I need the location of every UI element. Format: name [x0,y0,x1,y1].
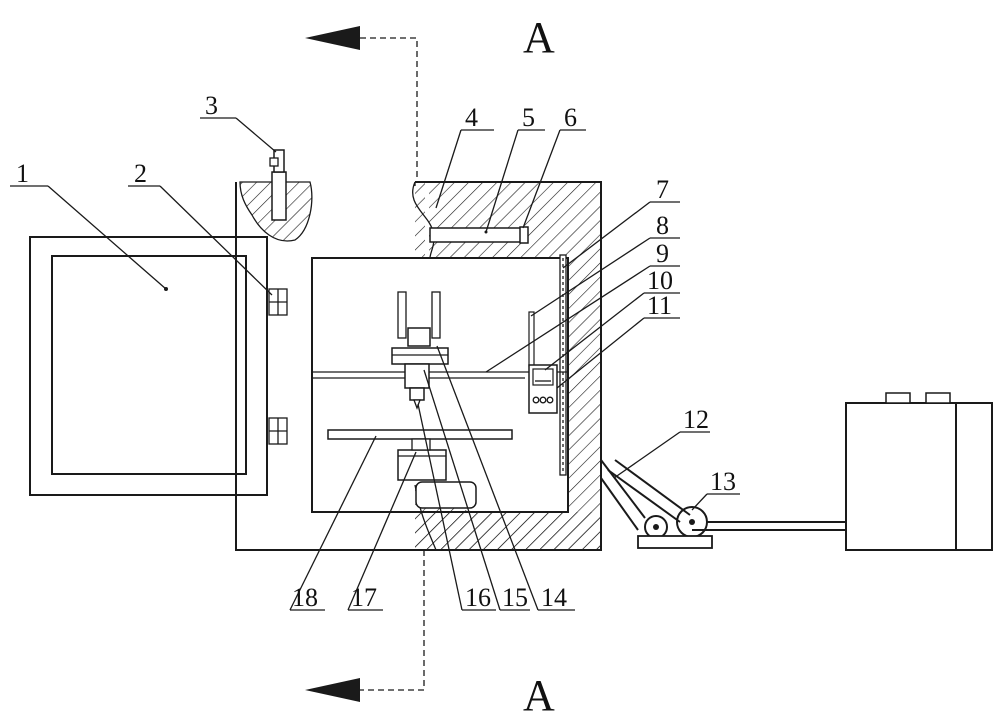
label-2: 2 [134,159,147,188]
section-arrow-top [305,26,360,50]
label-8: 8 [656,211,669,240]
hinges [268,288,288,445]
section-line-a-a: A A [305,13,555,717]
label-4: 4 [465,103,478,132]
print-head [391,291,449,410]
label-15: 15 [502,583,528,612]
label-1: 1 [16,159,29,188]
label-16: 16 [465,583,491,612]
label-5: 5 [522,103,535,132]
storage-tank [845,392,993,551]
top-heater [429,226,529,244]
label-14: 14 [541,583,567,612]
pump-assembly [600,459,846,549]
leader-lines [10,117,740,611]
label-10: 10 [647,266,673,295]
label-18: 18 [292,583,318,612]
side-sensor-strip [559,254,567,476]
label-13: 13 [710,467,736,496]
label-9: 9 [656,239,669,268]
label-3: 3 [205,91,218,120]
label-6: 6 [564,103,577,132]
label-7: 7 [656,175,669,204]
section-mark-bottom: A [523,671,555,717]
label-11: 11 [647,291,672,320]
label-17: 17 [351,583,377,612]
vent-valve [239,149,313,242]
door [29,236,268,496]
label-12: 12 [683,405,709,434]
section-mark-top: A [523,13,555,62]
control-box [528,311,558,414]
part-labels: 1 2 3 4 5 6 7 8 9 10 11 12 13 14 15 16 1… [16,91,736,612]
section-arrow-bottom [305,678,360,702]
